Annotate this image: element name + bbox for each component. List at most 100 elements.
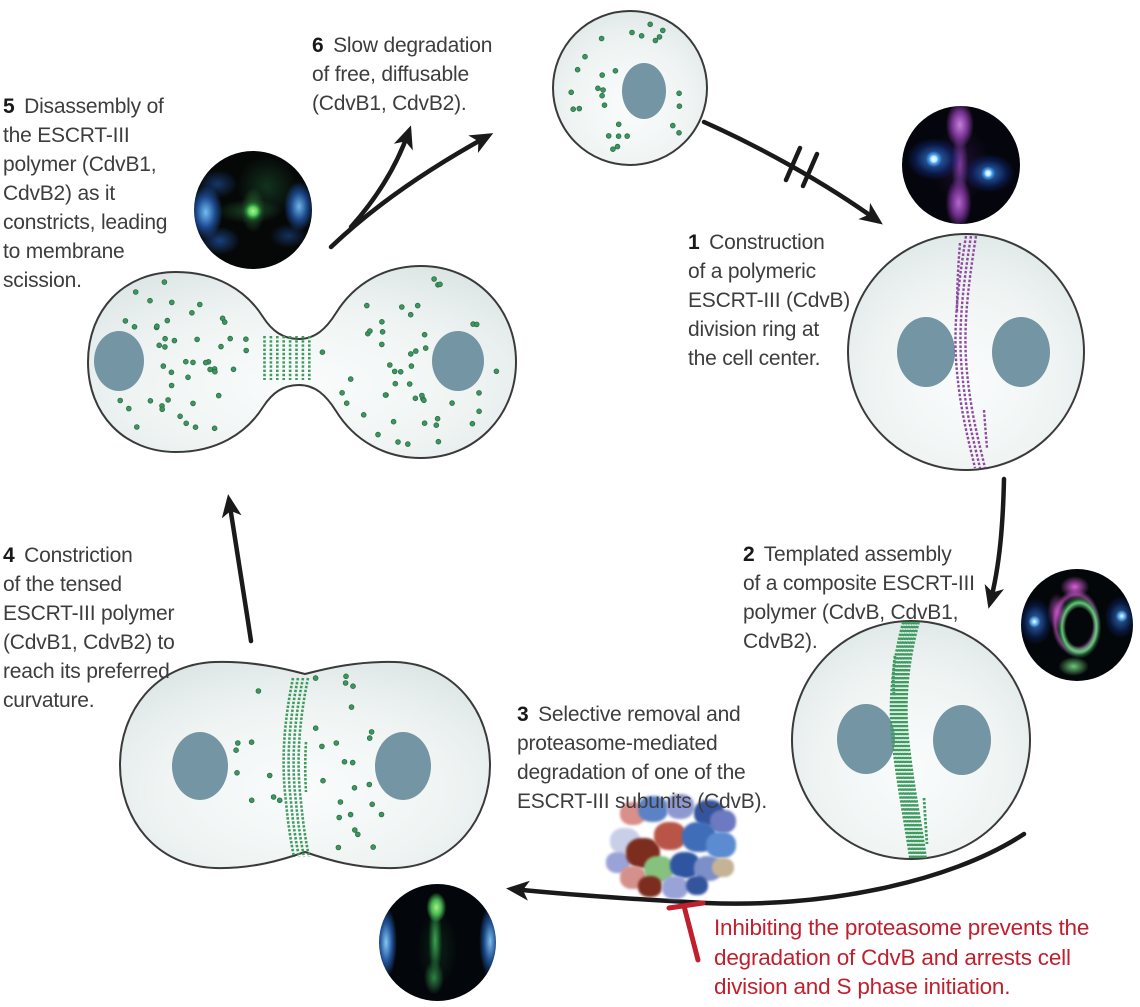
escrt-monomer-dot xyxy=(211,425,218,432)
escrt-monomer-dot xyxy=(194,336,200,343)
escrt-monomer-dot xyxy=(406,381,413,387)
inhibition-tbar-icon xyxy=(666,900,706,963)
cell-interphase xyxy=(552,10,708,166)
escrt-monomer-dot xyxy=(147,397,154,404)
escrt-monomer-dot xyxy=(433,422,440,429)
nucleoid xyxy=(992,317,1050,387)
escrt-monomer-dot xyxy=(414,302,421,309)
escrt-monomer-dot xyxy=(368,729,375,735)
constricting-ring xyxy=(263,336,311,380)
escrt-monomer-dot xyxy=(652,37,659,44)
proteasome-blob xyxy=(710,810,736,833)
escrt-monomer-dot xyxy=(212,368,218,375)
escrt-monomer-dot xyxy=(412,395,419,402)
escrt-monomer-dot xyxy=(243,336,249,343)
delay-slashes-icon xyxy=(783,145,820,189)
escrt-monomer-dot xyxy=(190,400,196,407)
escrt-monomer-dot xyxy=(473,321,480,328)
escrt-monomer-dot xyxy=(449,400,455,406)
inhibition-note: Inhibiting the proteasome prevents the d… xyxy=(714,915,1090,999)
step-number: 4 xyxy=(3,544,15,567)
step-text: Disassembly of the ESCRT-III polymer (Cd… xyxy=(3,95,168,292)
escrt-monomer-dot xyxy=(390,418,397,425)
escrt-monomer-dot xyxy=(266,772,273,779)
escrt-monomer-dot xyxy=(320,777,326,784)
escrt-monomer-dot xyxy=(162,335,168,342)
step-label-4: 4 Constriction of the tensed ESCRT-III p… xyxy=(3,512,198,715)
cdvb-ring xyxy=(954,234,989,470)
proteasome-blob xyxy=(706,832,736,859)
nucleoid xyxy=(837,704,895,774)
escrt-monomer-dot xyxy=(570,106,576,112)
step-label-5: 5 Disassembly of the ESCRT-III polymer (… xyxy=(3,63,208,295)
escrt-monomer-dot xyxy=(398,304,405,310)
proteasome-blob xyxy=(638,876,662,898)
escrt-monomer-dot xyxy=(435,438,442,445)
escrt-monomer-dot xyxy=(160,363,167,369)
escrt-monomer-dot xyxy=(419,392,425,399)
escrt-monomer-dot xyxy=(255,688,262,694)
escrt-monomer-dot xyxy=(615,133,622,140)
proteasome-blob xyxy=(686,876,708,896)
escrt-monomer-dot xyxy=(669,122,676,129)
nucleoid xyxy=(172,732,228,800)
escrt-monomer-dot xyxy=(615,121,622,128)
escrt-monomer-dot xyxy=(348,704,355,710)
escrt-monomer-dot xyxy=(656,34,663,40)
escrt-monomer-dot xyxy=(614,143,621,150)
escrt-monomer-dot xyxy=(333,740,340,746)
escrt-monomer-dot xyxy=(676,90,682,97)
escrt-monomer-dot xyxy=(431,276,437,282)
escrt-monomer-dot xyxy=(312,725,319,731)
cell-step5-dumbbell xyxy=(86,264,518,460)
escrt-monomer-dot xyxy=(360,411,367,418)
step-number: 6 xyxy=(312,34,324,57)
escrt-monomer-dot xyxy=(434,415,441,422)
escrt-monomer-dot xyxy=(185,374,191,381)
escrt-monomer-dot xyxy=(469,420,476,427)
escrt-monomer-dot xyxy=(336,814,343,821)
escrt-monomer-dot xyxy=(134,424,140,430)
escrt-monomer-dot xyxy=(183,358,189,365)
escrt-monomer-dot xyxy=(370,844,377,850)
fluorescence-micrograph-scission xyxy=(194,151,312,269)
escrt-monomer-dot xyxy=(159,406,166,413)
escrt-monomer-dot xyxy=(659,27,666,34)
escrt-monomer-dot xyxy=(168,369,175,376)
escrt-monomer-dot xyxy=(369,801,376,808)
escrt-monomer-dot xyxy=(366,735,373,741)
escrt-monomer-dot xyxy=(395,439,401,445)
escrt-monomer-dot xyxy=(192,424,199,431)
cycle-arrows xyxy=(221,119,1027,906)
escrt-monomer-dot xyxy=(647,21,653,28)
arrow-step3-to-step4 xyxy=(506,831,1027,906)
step-text: Slow degradation of free, diffusable (Cd… xyxy=(312,34,493,115)
escrt-monomer-dot xyxy=(177,413,183,420)
escrt-monomer-dot xyxy=(379,318,385,325)
escrt-monomer-dot xyxy=(422,345,429,351)
escrt-monomer-dot xyxy=(404,441,411,447)
nucleoid xyxy=(432,331,484,391)
tensed-ring xyxy=(282,676,311,859)
escrt-monomer-dot xyxy=(189,309,195,316)
nucleoid xyxy=(622,63,666,119)
step-number: 3 xyxy=(517,703,529,726)
nucleoid xyxy=(897,317,955,387)
arrow-step4-to-step5 xyxy=(221,494,254,644)
escrt-monomer-dot xyxy=(341,758,348,765)
escrt-monomer-dot xyxy=(215,392,222,399)
nucleoid xyxy=(375,732,431,800)
escrt-monomer-dot xyxy=(382,392,389,398)
escrt-monomer-dot xyxy=(574,66,581,73)
arrow-step5-to-step6 xyxy=(348,125,413,230)
escrt-monomer-dot xyxy=(407,311,414,318)
escrt-monomer-dot xyxy=(595,85,601,92)
fluorescence-micrograph-composite-ring xyxy=(1021,569,1133,681)
escrt-monomer-dot xyxy=(421,331,428,338)
escrt-monomer-dot xyxy=(276,797,283,804)
escrt-monomer-dot xyxy=(319,743,325,750)
cell-step2-composite-ring xyxy=(791,620,1031,860)
nucleoid xyxy=(933,705,991,775)
escrt-monomer-dot xyxy=(407,351,414,357)
escrt-monomer-dot xyxy=(243,347,250,354)
